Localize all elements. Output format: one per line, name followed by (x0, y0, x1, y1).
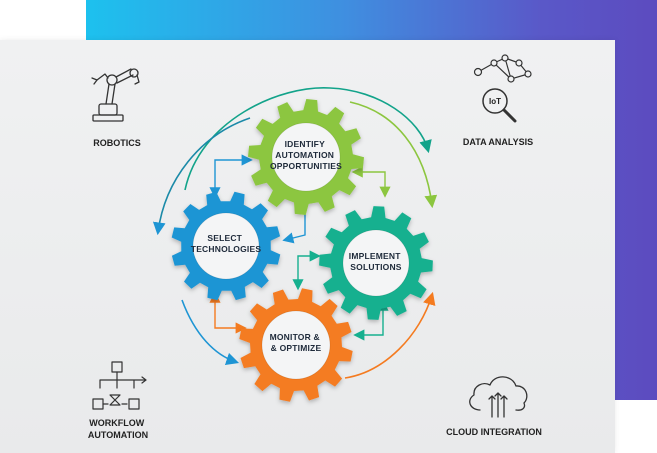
connector-select-monitor (209, 291, 247, 334)
cloud-integration-label: CLOUD INTEGRATION (446, 427, 542, 437)
gear-implement-solutions (319, 206, 433, 320)
connector-monitor-implement (292, 250, 321, 291)
outer-arrow-bottom-right (344, 291, 436, 379)
workflow-label: WORKFLOW AUTOMATION (88, 418, 148, 440)
gear-identify-face (271, 122, 341, 192)
magnifier-icon (482, 88, 517, 123)
cloud-upload-icon (469, 376, 528, 418)
gear-label-identify: IDENTIFY AUTOMATION OPPORTUNITIES (270, 139, 342, 171)
outer-arrow-bottom-left (181, 299, 240, 366)
gear-select-technologies (171, 191, 281, 301)
gear-implement-face (342, 229, 410, 297)
data-analysis-label: DATA ANALYSIS (463, 137, 533, 147)
iot-label: IoT (489, 97, 501, 106)
gear-label-monitor: MONITOR & & OPTIMIZE (270, 332, 323, 353)
gear-label-select: SELECT TECHNOLOGIES (191, 233, 262, 254)
gear-monitor-optimize (239, 288, 353, 402)
connector-identify-implement (351, 166, 391, 198)
connector-select-identify (209, 154, 253, 199)
connector-implement-monitor (353, 299, 389, 341)
outer-arrow-left (152, 117, 251, 236)
iot-network-icon (473, 54, 532, 83)
gear-monitor-face (261, 310, 331, 380)
outer-arrow-right (349, 101, 438, 209)
robot-arm-icon (91, 68, 140, 122)
gear-label-implement: IMPLEMENT SOLUTIONS (349, 251, 403, 272)
robotics-label: ROBOTICS (93, 138, 141, 148)
gear-select-face (192, 212, 260, 280)
workflow-icon (92, 361, 147, 410)
gear-identify-automation (248, 99, 364, 215)
